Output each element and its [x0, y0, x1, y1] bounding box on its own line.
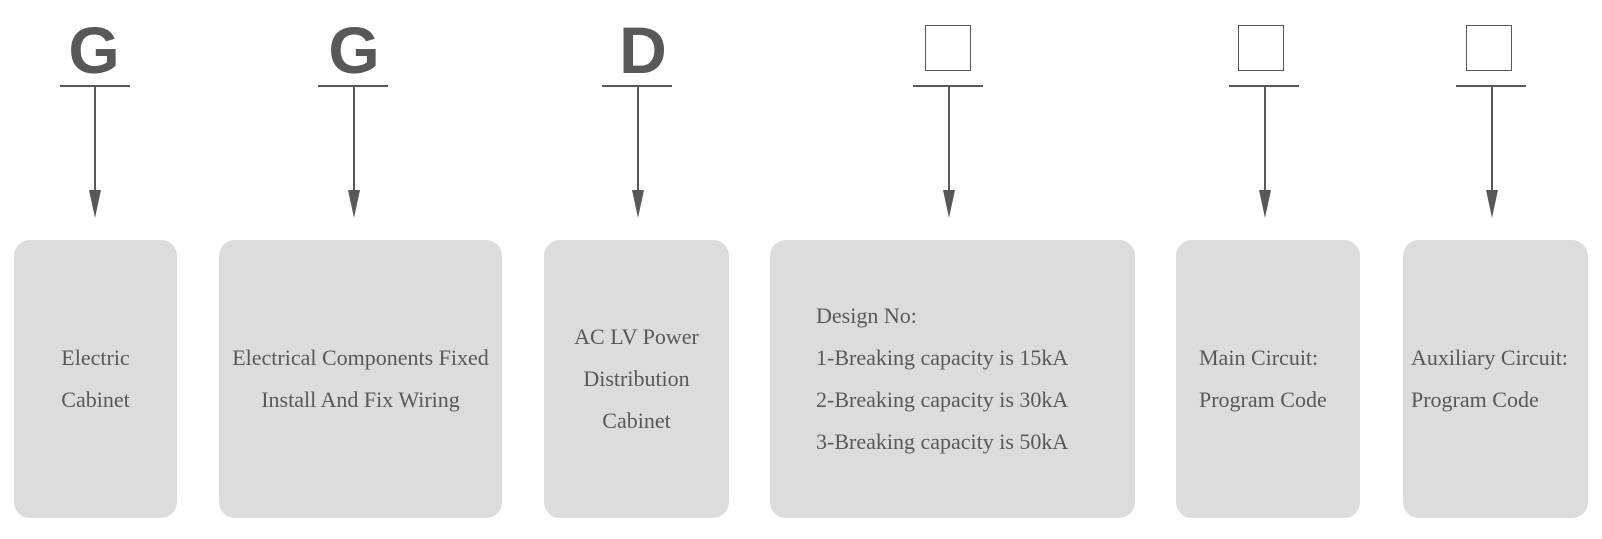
box-ac-lv-power: AC LV Power Distribution Cabinet [544, 240, 729, 518]
arrowhead-6 [1486, 190, 1498, 218]
box-2-line-2: Install And Fix Wiring [261, 387, 460, 412]
box-5-line-1: Main Circuit: [1199, 345, 1319, 370]
code-letter-g-1: G [68, 13, 120, 87]
box-3-line-1: AC LV Power [574, 324, 699, 349]
box-design-number: Design No: 1-Breaking capacity is 15kA 2… [770, 240, 1135, 518]
code-letter-g-2: G [328, 13, 380, 87]
box-1-line-2: Cabinet [61, 387, 130, 412]
box-6-line-2: Program Code [1411, 387, 1539, 412]
arrowhead-5 [1259, 190, 1271, 218]
box-1-line-1: Electric [61, 345, 130, 370]
box-auxiliary-circuit: Auxiliary Circuit: Program Code [1403, 240, 1588, 518]
box-3-line-2: Distribution [583, 366, 690, 391]
design-number-placeholder-box [925, 25, 971, 71]
box-4-line-2: 1-Breaking capacity is 15kA [816, 345, 1069, 370]
arrowhead-2 [348, 190, 360, 218]
box-4-line-3: 2-Breaking capacity is 30kA [816, 387, 1069, 412]
arrowhead-4 [943, 190, 955, 218]
main-circuit-placeholder-box [1238, 25, 1284, 71]
box-6-line-1: Auxiliary Circuit: [1411, 345, 1569, 370]
arrowhead-3 [632, 190, 644, 218]
box-4-line-4: 3-Breaking capacity is 50kA [816, 429, 1069, 454]
arrowhead-1 [89, 190, 101, 218]
box-2-line-1: Electrical Components Fixed [232, 345, 489, 370]
code-letter-d: D [619, 13, 667, 87]
box-electric-cabinet: Electric Cabinet [14, 240, 177, 518]
box-main-circuit: Main Circuit: Program Code [1176, 240, 1360, 518]
box-4-line-1: Design No: [816, 303, 917, 328]
box-5-line-2: Program Code [1199, 387, 1327, 412]
box-electrical-components: Electrical Components Fixed Install And … [219, 240, 502, 518]
box-3-line-3: Cabinet [602, 408, 671, 433]
auxiliary-circuit-placeholder-box [1466, 25, 1512, 71]
